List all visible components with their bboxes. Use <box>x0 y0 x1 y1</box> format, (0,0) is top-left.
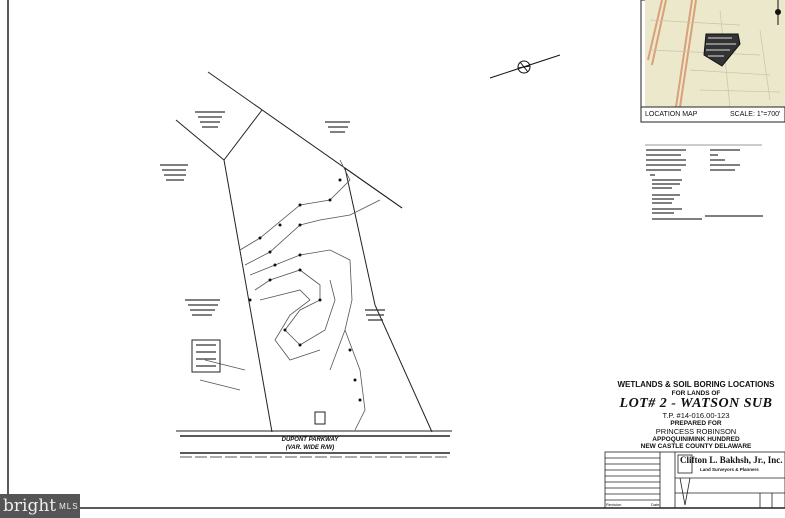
property-lines <box>175 71 433 433</box>
prepared-for: PREPARED FOR <box>670 420 722 428</box>
county: NEW CASTLE COUNTY DELAWARE <box>640 443 752 451</box>
house-outline <box>314 411 326 425</box>
wetland-flags <box>248 178 362 402</box>
watermark-brand: bright <box>3 496 57 516</box>
firm-name: Clifton L. Bakhsh, Jr., Inc. <box>680 455 783 465</box>
adjoiner-labels <box>160 111 385 367</box>
location-map-scale: SCALE: 1"=700' <box>730 111 781 118</box>
site-data-notes <box>645 144 763 220</box>
title-text-group: WETLANDS & SOIL BORING LOCATIONS FOR LAN… <box>606 380 785 451</box>
drawing-title: WETLANDS & SOIL BORING LOCATIONS <box>617 380 775 389</box>
legend-box <box>191 339 221 373</box>
road-name: DUPONT PARKWAY <box>281 437 339 443</box>
firm-subtitle: Land Surveyors & Planners <box>700 467 759 472</box>
client-name: PRINCESS ROBINSON <box>655 426 737 436</box>
hundred: APPOQUINIMINK HUNDRED <box>652 435 740 443</box>
location-map-label: LOCATION MAP <box>645 111 698 118</box>
bright-mls-watermark: bright MLS <box>0 494 80 518</box>
lot-name: LOT# 2 - WATSON SUB <box>619 396 773 412</box>
road-width: (VAR. WIDE R/W) <box>285 445 335 451</box>
revision-label: Revision <box>606 502 622 507</box>
for-lands-of: FOR LANDS OF <box>671 389 721 397</box>
title-block <box>604 451 785 509</box>
location-map <box>640 0 785 123</box>
date-label: Date <box>651 502 660 507</box>
wetland-boundaries <box>199 159 381 431</box>
watermark-suffix: MLS <box>59 501 79 511</box>
tax-parcel: T.P. #14-016.00-123 <box>662 410 730 420</box>
dupont-parkway <box>176 430 452 458</box>
compass-rose-icon <box>489 54 561 79</box>
